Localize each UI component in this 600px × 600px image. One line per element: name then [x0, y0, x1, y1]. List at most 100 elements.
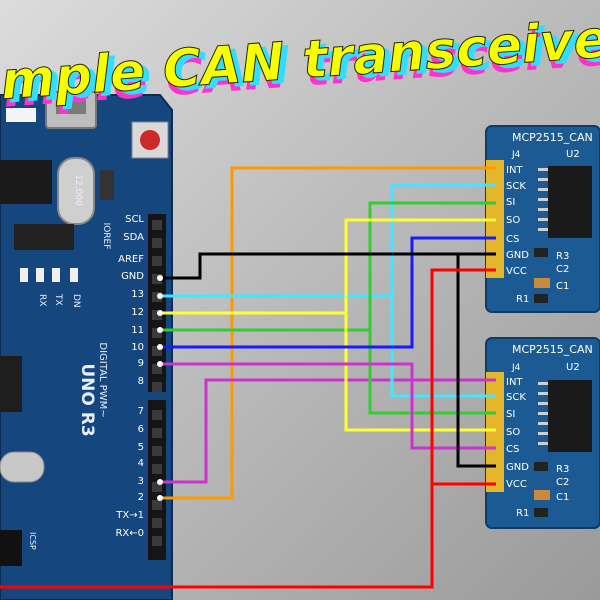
pin-label-2: 2 — [138, 492, 144, 503]
mcp2515-module-2: MCP2515_CAN J4 U2 R3 C2 C1 R1 INT SCK SI… — [485, 337, 600, 529]
module-1-c2-label: C2 — [556, 264, 569, 275]
wire-cs-module-1 — [160, 236, 496, 349]
wire-int-module-1 — [160, 166, 496, 500]
module-1-pin-gnd: GND — [506, 250, 529, 261]
ioref-label: IOREF — [101, 223, 111, 250]
pin-label-10: 10 — [131, 342, 144, 353]
module-2-c2-label: C2 — [556, 477, 569, 488]
pin-label-12: 12 — [131, 307, 144, 318]
module-2-c1-label: C1 — [556, 492, 569, 503]
led-tx — [52, 268, 60, 282]
title-group: mple CAN transceiver mple CAN transceive… — [0, 7, 600, 120]
icsp-header — [0, 530, 22, 566]
pin-label-aref: AREF — [118, 254, 144, 265]
pin-label-tx: TX→1 — [115, 510, 144, 521]
reset-button — [140, 130, 160, 150]
icsp-label: ICSP — [28, 532, 37, 550]
module-2-pin-gnd: GND — [506, 462, 529, 473]
wire-sck-module-2 — [390, 296, 496, 398]
module-1-c1 — [534, 278, 550, 288]
module-2-r3 — [534, 462, 548, 471]
arduino-board: 12.000 RX TX DN ICSP UNO R3 DIGITAL PWM~… — [0, 91, 173, 600]
pin-label-5: 5 — [138, 442, 144, 453]
module-2-r3-label: R3 — [556, 464, 569, 475]
voltage-regulator — [14, 224, 74, 250]
pin-label-sda: SDA — [123, 232, 144, 243]
module-2-pin-vcc: VCC — [506, 479, 527, 490]
wire-si-module-2 — [368, 330, 496, 415]
wire-so-module-2 — [344, 313, 496, 432]
module-1-c1-label: C1 — [556, 281, 569, 292]
wire-sck-module-1 — [160, 183, 496, 298]
module-1-pin-si: SI — [506, 197, 515, 208]
mcp2515-module-1: MCP2515_CAN J4 U2 R3 C2 C1 R1 INT SCK SI… — [485, 125, 600, 313]
module-1-r1 — [534, 294, 548, 303]
wire-si-module-1 — [160, 201, 496, 332]
module-1-pin-sck: SCK — [506, 181, 526, 192]
module-2-pin-so: SO — [506, 427, 520, 438]
usb-chip — [0, 160, 52, 204]
usb-port-opening — [56, 100, 86, 114]
module-2-pin-int: INT — [506, 377, 523, 388]
pin-label-3: 3 — [138, 476, 144, 487]
pin-label-scl: SCL — [125, 214, 144, 225]
module-2-c1 — [534, 490, 550, 500]
module-1-r3-label: R3 — [556, 251, 569, 262]
microcontroller-chip — [0, 356, 22, 412]
on-led-label: DN — [71, 294, 81, 308]
pin-label-6: 6 — [138, 424, 144, 435]
header-sockets — [152, 220, 162, 546]
digital-pwm-label: DIGITAL PWM~ — [97, 342, 108, 417]
module-1-chip — [548, 166, 592, 238]
module-2-pin-cs: CS — [506, 444, 519, 455]
module-2-r1 — [534, 508, 548, 517]
module-1-r3 — [534, 248, 548, 257]
led-on — [70, 268, 78, 282]
module-2-name: MCP2515_CAN — [512, 343, 593, 356]
wire-int-module-2 — [160, 378, 496, 484]
pin-label-gnd: GND — [121, 271, 144, 282]
led-rx — [36, 268, 44, 282]
module-1-pin-so: SO — [506, 215, 520, 226]
module-2-pin-sck: SCK — [506, 392, 526, 403]
module-1-pin-cs: CS — [506, 234, 519, 245]
module-2-j4-label: J4 — [511, 363, 521, 373]
pin-label-11: 11 — [131, 325, 144, 336]
module-1-chip-pins — [538, 168, 548, 231]
wire-cs-module-2 — [160, 362, 496, 450]
wires — [0, 166, 496, 589]
wire-endpoints — [157, 275, 163, 501]
module-1-j4-label: J4 — [511, 150, 521, 160]
crystal-oscillator — [57, 157, 95, 225]
module-2-u2-label: U2 — [566, 362, 580, 373]
crystal-label: 12.000 — [73, 174, 83, 206]
wire-gnd-module-1 — [160, 252, 496, 280]
pin-label-9: 9 — [138, 358, 144, 369]
led-l — [20, 268, 28, 282]
bottom-crystal — [0, 451, 45, 483]
module-2-r1-label: R1 — [516, 508, 529, 519]
module-1-u2-label: U2 — [566, 149, 580, 160]
model-label: UNO R3 — [77, 363, 97, 436]
capacitor — [100, 170, 114, 200]
module-1-r1-label: R1 — [516, 294, 529, 305]
wire-so-module-1 — [160, 218, 496, 315]
module-2-pin-si: SI — [506, 409, 515, 420]
module-1-pin-vcc: VCC — [506, 266, 527, 277]
pin-label-rx: RX←0 — [115, 528, 144, 539]
pin-label-8: 8 — [138, 376, 144, 387]
wire-gnd-module-2 — [456, 254, 496, 468]
module-2-pin-header — [486, 372, 504, 492]
pin-label-7: 7 — [138, 406, 144, 417]
module-2-chip-pins — [538, 382, 548, 445]
module-1-name: MCP2515_CAN — [512, 131, 593, 144]
tx-led-label: TX — [53, 293, 63, 306]
pin-label-13: 13 — [131, 289, 144, 300]
rx-led-label: RX — [37, 294, 47, 306]
smd-component — [6, 108, 36, 122]
module-1-pin-int: INT — [506, 165, 523, 176]
pin-label-4: 4 — [138, 458, 144, 469]
module-2-chip — [548, 380, 592, 452]
